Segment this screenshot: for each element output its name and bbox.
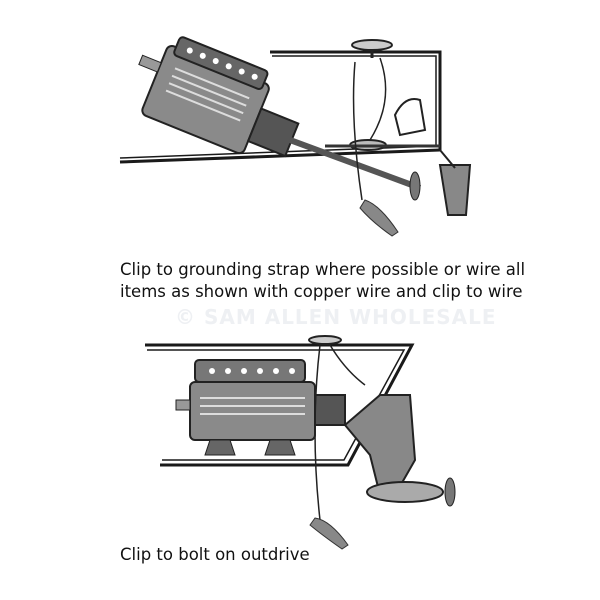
wire <box>369 57 387 141</box>
wire <box>352 61 363 201</box>
wire <box>314 344 321 521</box>
engine-icon <box>138 36 300 158</box>
inboard-diagram <box>119 36 472 237</box>
bottom-caption: Clip to bolt on outdrive <box>120 545 310 564</box>
wire <box>329 344 366 386</box>
zinc-fish-icon <box>309 517 349 550</box>
propeller-icon <box>409 171 421 201</box>
through-hull-disc <box>351 39 393 51</box>
prop-shaft <box>288 137 422 191</box>
outdrive-icon <box>343 394 417 496</box>
hull-top <box>270 50 442 150</box>
hull-bottom <box>119 148 441 164</box>
sterndrive-diagram <box>145 335 456 550</box>
top-caption-line1: Clip to grounding strap where possible o… <box>120 260 526 279</box>
zinc-fish-icon <box>359 199 399 237</box>
through-hull-disc <box>308 335 342 345</box>
watermark: © SAM ALLEN WHOLESALE <box>175 305 497 329</box>
rudder-icon <box>438 164 472 216</box>
top-caption-line2: items as shown with copper wire and clip… <box>120 282 523 301</box>
engine-icon <box>175 359 346 456</box>
